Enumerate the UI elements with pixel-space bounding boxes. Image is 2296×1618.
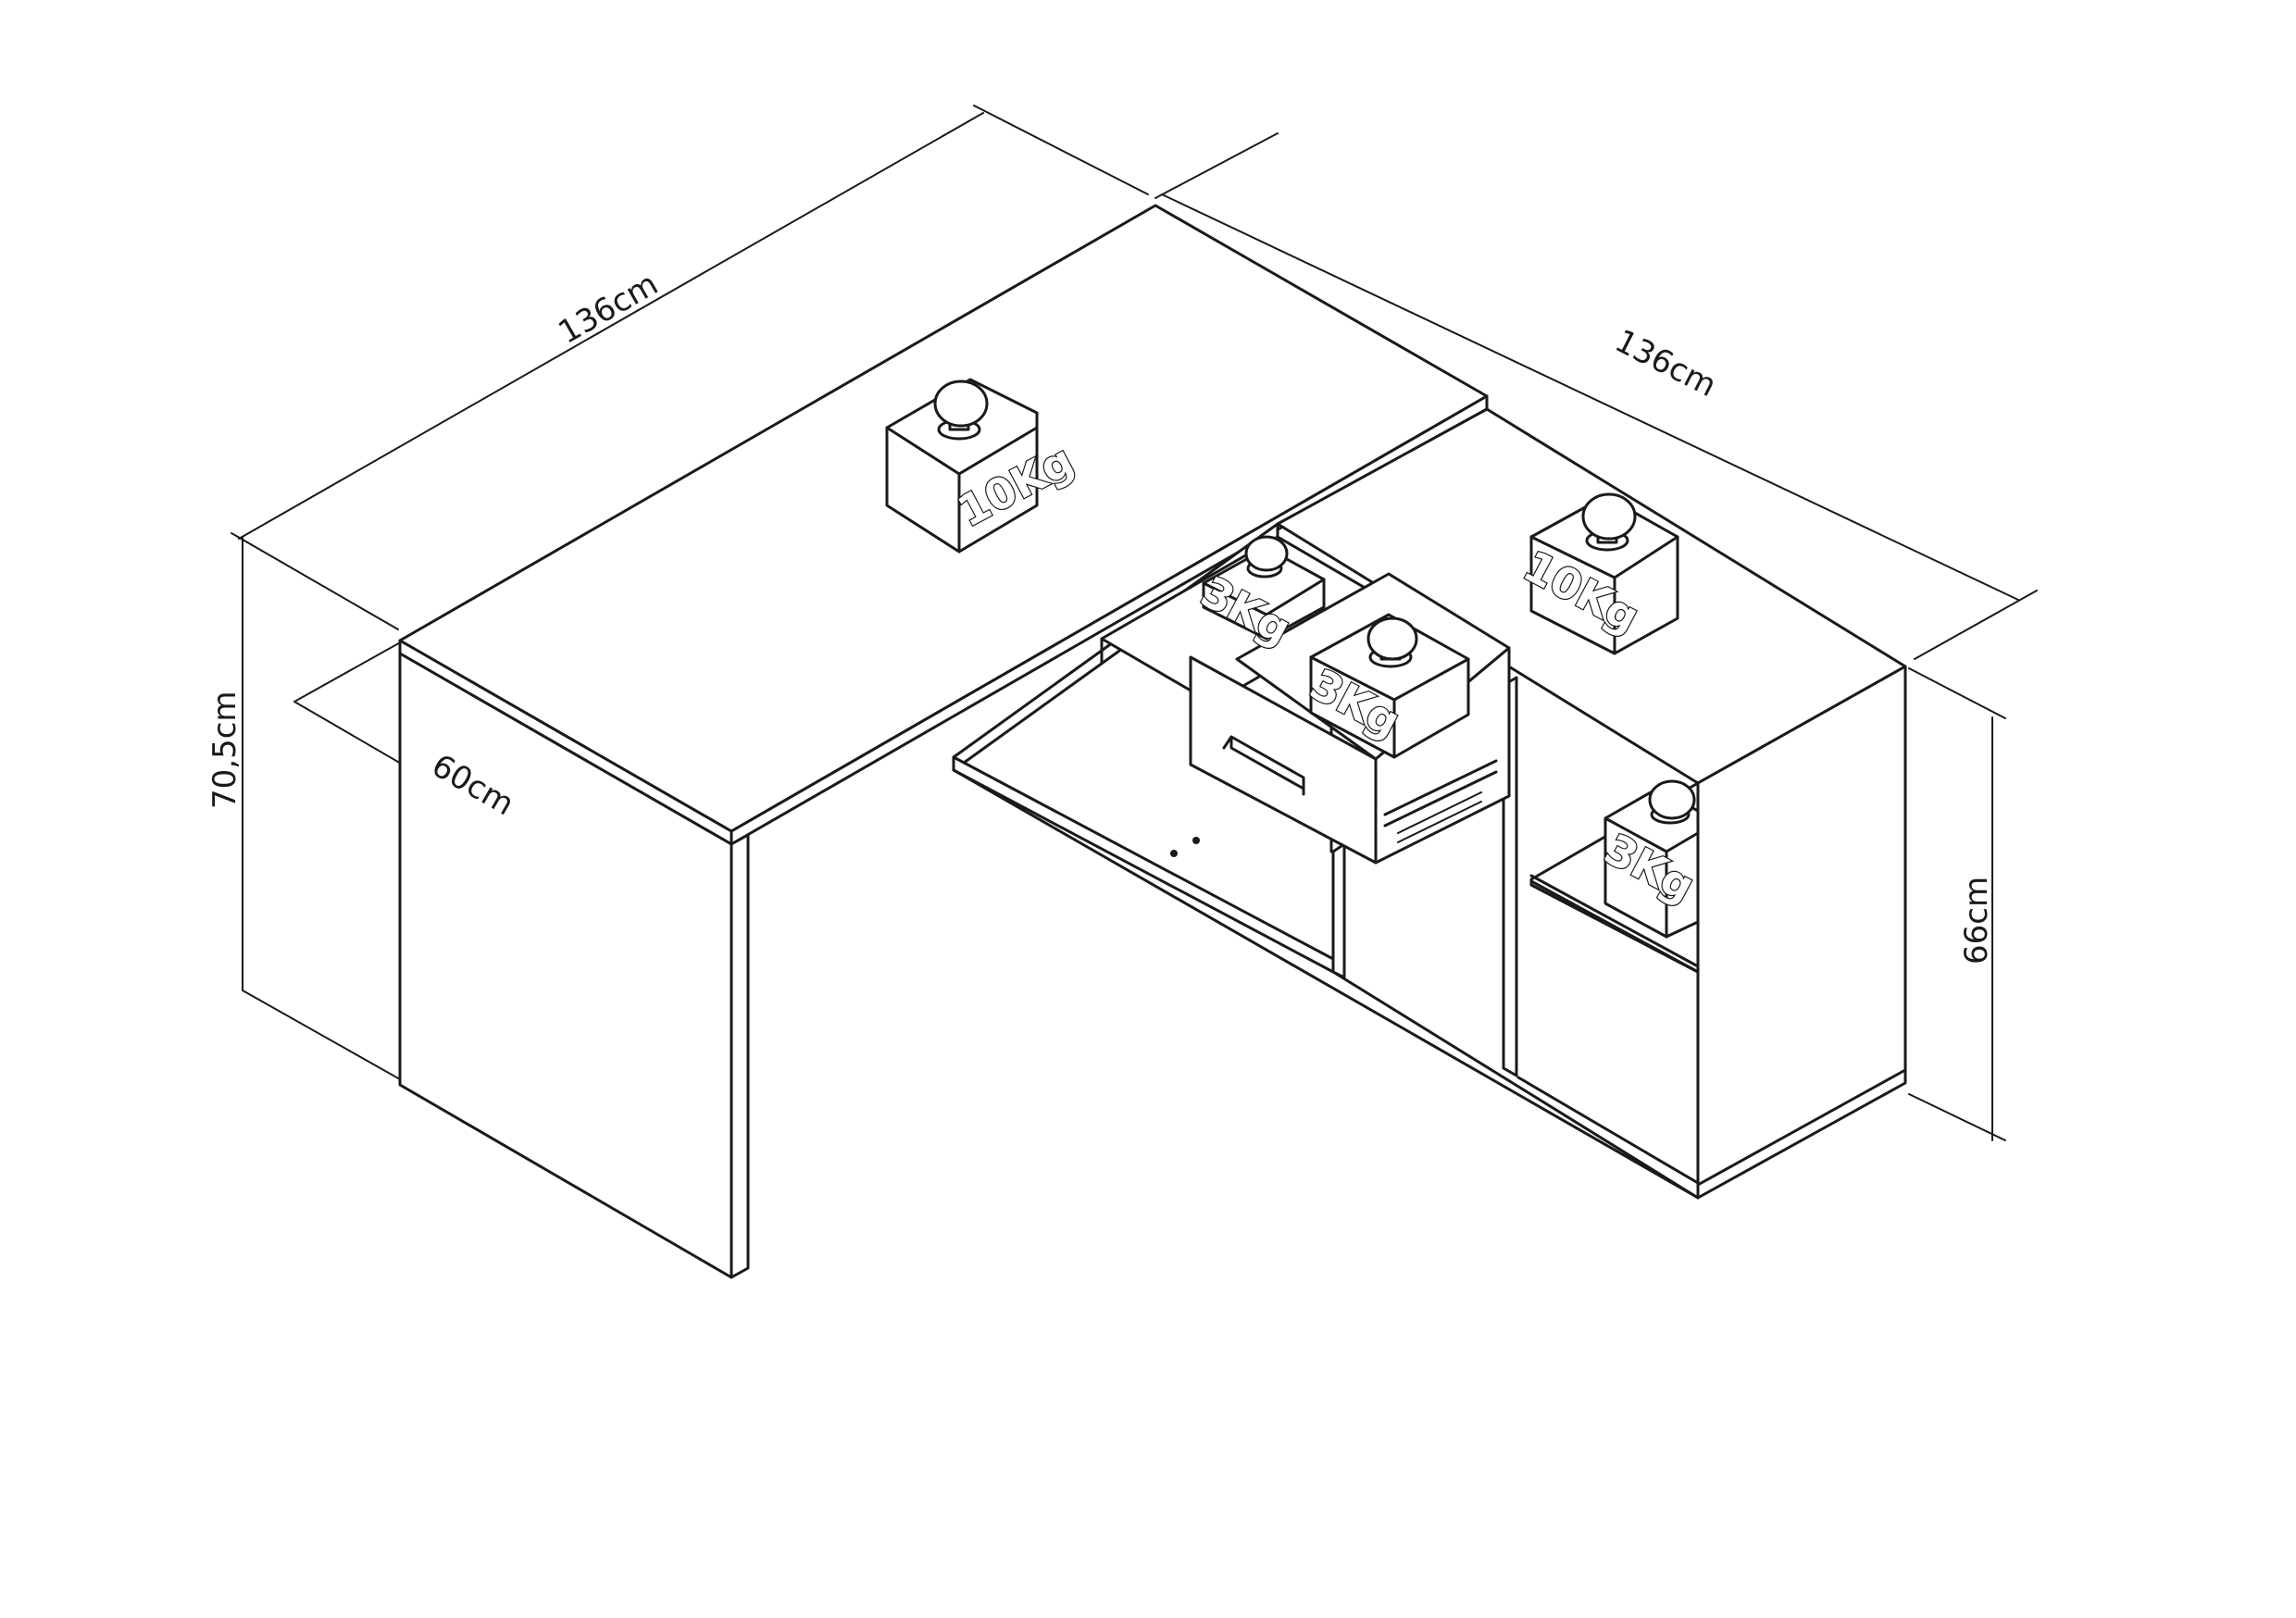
drawer-weight-3kg: 3Kg (1302, 613, 1470, 759)
total-height-label: 70,5cm (206, 691, 243, 809)
left-leg-panel (398, 652, 750, 1279)
length-right-label: 136cm (1609, 322, 1722, 404)
cabinet-height-label: 66cm (1958, 877, 1995, 965)
side-shelf-weight-3kg: 3Kg (1596, 779, 1703, 939)
cabinet-top-weight-10kg: 10Kg (1515, 492, 1679, 655)
length-left-label: 136cm (553, 266, 665, 352)
